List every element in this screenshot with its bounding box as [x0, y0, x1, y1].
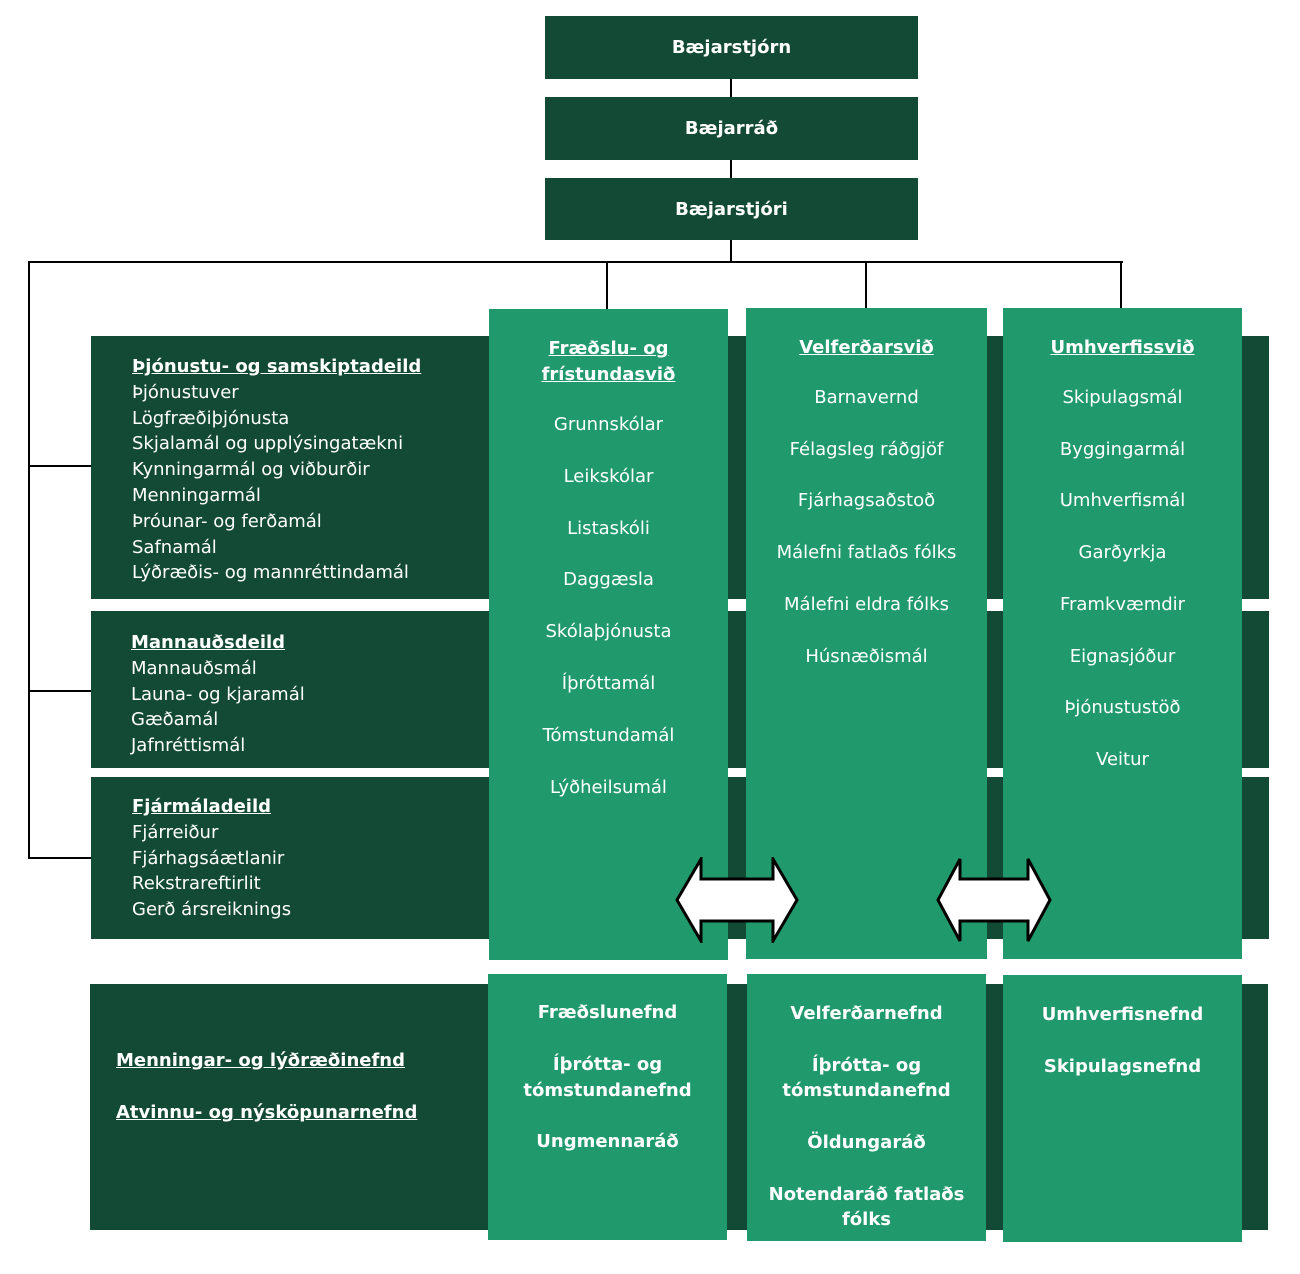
connector-service-branch: [28, 465, 91, 467]
service-item: Þróunar- og ferðamál: [132, 510, 322, 532]
welfare-division-title: Velferðarsvið: [799, 337, 934, 358]
connector-finance-branch: [28, 857, 91, 859]
education-item: Lýðheilsumál: [550, 777, 667, 798]
board-box: Bæjarráð: [545, 97, 918, 160]
education-division-title: frístundasvið: [541, 364, 676, 385]
committee-link[interactable]: tómstundanefnd: [523, 1080, 692, 1101]
council-box: Bæjarstjórn: [545, 16, 918, 79]
finance-item: Gerð ársreiknings: [132, 899, 292, 921]
committee-link[interactable]: Skipulagsnefnd: [1043, 1056, 1202, 1077]
environment-item: Skipulagsmál: [1062, 387, 1183, 408]
service-department-title: Þjónustu- og samskiptadeild: [132, 356, 422, 377]
welfare-item: Málefni eldra fólks: [784, 594, 949, 615]
hr-item: Mannauðsmál: [131, 657, 257, 679]
committee-link[interactable]: Atvinnu- og nýsköpunarnefnd: [116, 1102, 418, 1123]
double-arrow-icon: [936, 858, 1052, 942]
connector-hr-branch: [28, 690, 91, 692]
hr-department: Mannauðsdeild Mannauðsmál Launa- og kjar…: [131, 630, 305, 759]
environment-committees: Umhverfisnefnd Skipulagsnefnd: [1003, 975, 1242, 1242]
service-item: Skjalamál og upplýsingatækni: [132, 433, 404, 455]
double-arrow-icon: [675, 857, 799, 943]
committee-link[interactable]: Notendaráð fatlaðs: [768, 1184, 965, 1205]
committee-link[interactable]: Fræðslunefnd: [537, 1002, 678, 1023]
welfare-item: Barnavernd: [814, 387, 919, 408]
education-item: Skólaþjónusta: [545, 621, 672, 642]
hr-item: Gæðamál: [131, 709, 219, 731]
education-item: Listaskóli: [567, 518, 650, 539]
service-item: Kynningarmál og viðburðir: [132, 459, 370, 481]
welfare-item: Húsnæðismál: [805, 646, 928, 667]
finance-item: Fjárhagsáætlanir: [132, 847, 285, 869]
committee-link[interactable]: Íþrótta- og: [811, 1055, 922, 1076]
connector-welfare-drop: [865, 261, 867, 309]
environment-division: Umhverfissvið Skipulagsmál Byggingarmál …: [1003, 308, 1242, 959]
left-committees: Menningar- og lýðræðinefnd Atvinnu- og n…: [116, 1050, 476, 1150]
service-item: Menningarmál: [132, 484, 261, 506]
education-division-title: Fræðslu- og: [548, 338, 669, 359]
board-label: Bæjarráð: [684, 118, 779, 139]
education-item: Daggæsla: [563, 569, 654, 590]
committee-link[interactable]: Ungmennaráð: [536, 1131, 679, 1152]
environment-item: Byggingarmál: [1059, 439, 1186, 460]
education-item: Leikskólar: [563, 466, 654, 487]
education-item: Tómstundamál: [542, 725, 675, 746]
connector-horizontal-main: [28, 261, 1123, 263]
service-item: Lýðræðis- og mannréttindamál: [132, 562, 409, 584]
environment-item: Umhverfismál: [1059, 490, 1186, 511]
service-department: Þjónustu- og samskiptadeild Þjónustuver …: [132, 354, 421, 586]
service-item: Lögfræðiþjónusta: [132, 407, 290, 429]
education-committees: Fræðslunefnd Íþrótta- og tómstundanefnd …: [488, 974, 727, 1240]
hr-item: Launa- og kjaramál: [131, 683, 305, 705]
committee-link[interactable]: tómstundanefnd: [782, 1080, 951, 1101]
environment-item: Eignasjóður: [1069, 646, 1176, 667]
committee-link[interactable]: Velferðarnefnd: [790, 1003, 943, 1024]
environment-item: Þjónustustöð: [1064, 697, 1181, 718]
connector-education-drop: [606, 261, 608, 309]
environment-item: Veitur: [1096, 749, 1149, 770]
connector-environment-drop: [1120, 261, 1122, 309]
connector-left-vertical: [28, 261, 30, 858]
mayor-box: Bæjarstjóri: [545, 178, 918, 240]
environment-item: Garðyrkja: [1078, 542, 1167, 563]
service-item: Þjónustuver: [132, 381, 239, 403]
welfare-item: Félagsleg ráðgjöf: [789, 439, 944, 460]
finance-item: Fjárreiður: [132, 821, 219, 843]
connector-council-board: [730, 79, 732, 97]
mayor-label: Bæjarstjóri: [675, 198, 788, 220]
connector-board-mayor: [730, 160, 732, 178]
environment-division-title: Umhverfissvið: [1050, 337, 1195, 358]
connector-mayor-down: [730, 240, 732, 262]
committee-link[interactable]: Menningar- og lýðræðinefnd: [116, 1050, 405, 1071]
hr-department-title: Mannauðsdeild: [131, 632, 286, 653]
committee-link[interactable]: Íþrótta- og: [552, 1054, 663, 1075]
education-item: Grunnskólar: [553, 414, 664, 435]
finance-department-title: Fjármáladeild: [132, 796, 272, 817]
welfare-item: Fjárhagsaðstoð: [797, 490, 936, 511]
education-division: Fræðslu- og frístundasvið Grunnskólar Le…: [489, 309, 728, 960]
welfare-division: Velferðarsvið Barnavernd Félagsleg ráðgj…: [746, 308, 987, 959]
welfare-item: Málefni fatlaðs fólks: [776, 542, 957, 563]
environment-item: Framkvæmdir: [1059, 594, 1186, 615]
education-item: Íþróttamál: [561, 673, 656, 694]
welfare-committees: Velferðarnefnd Íþrótta- og tómstundanefn…: [747, 974, 986, 1241]
finance-item: Rekstrareftirlit: [132, 873, 261, 895]
hr-item: Jafnréttismál: [131, 735, 246, 757]
committee-link[interactable]: Umhverfisnefnd: [1041, 1004, 1204, 1025]
service-item: Safnamál: [132, 536, 217, 558]
finance-department: Fjármáladeild Fjárreiður Fjárhagsáætlani…: [132, 794, 291, 923]
council-label: Bæjarstjórn: [671, 37, 792, 58]
committee-link[interactable]: Öldungaráð: [807, 1132, 926, 1153]
committee-link[interactable]: fólks: [841, 1209, 892, 1230]
